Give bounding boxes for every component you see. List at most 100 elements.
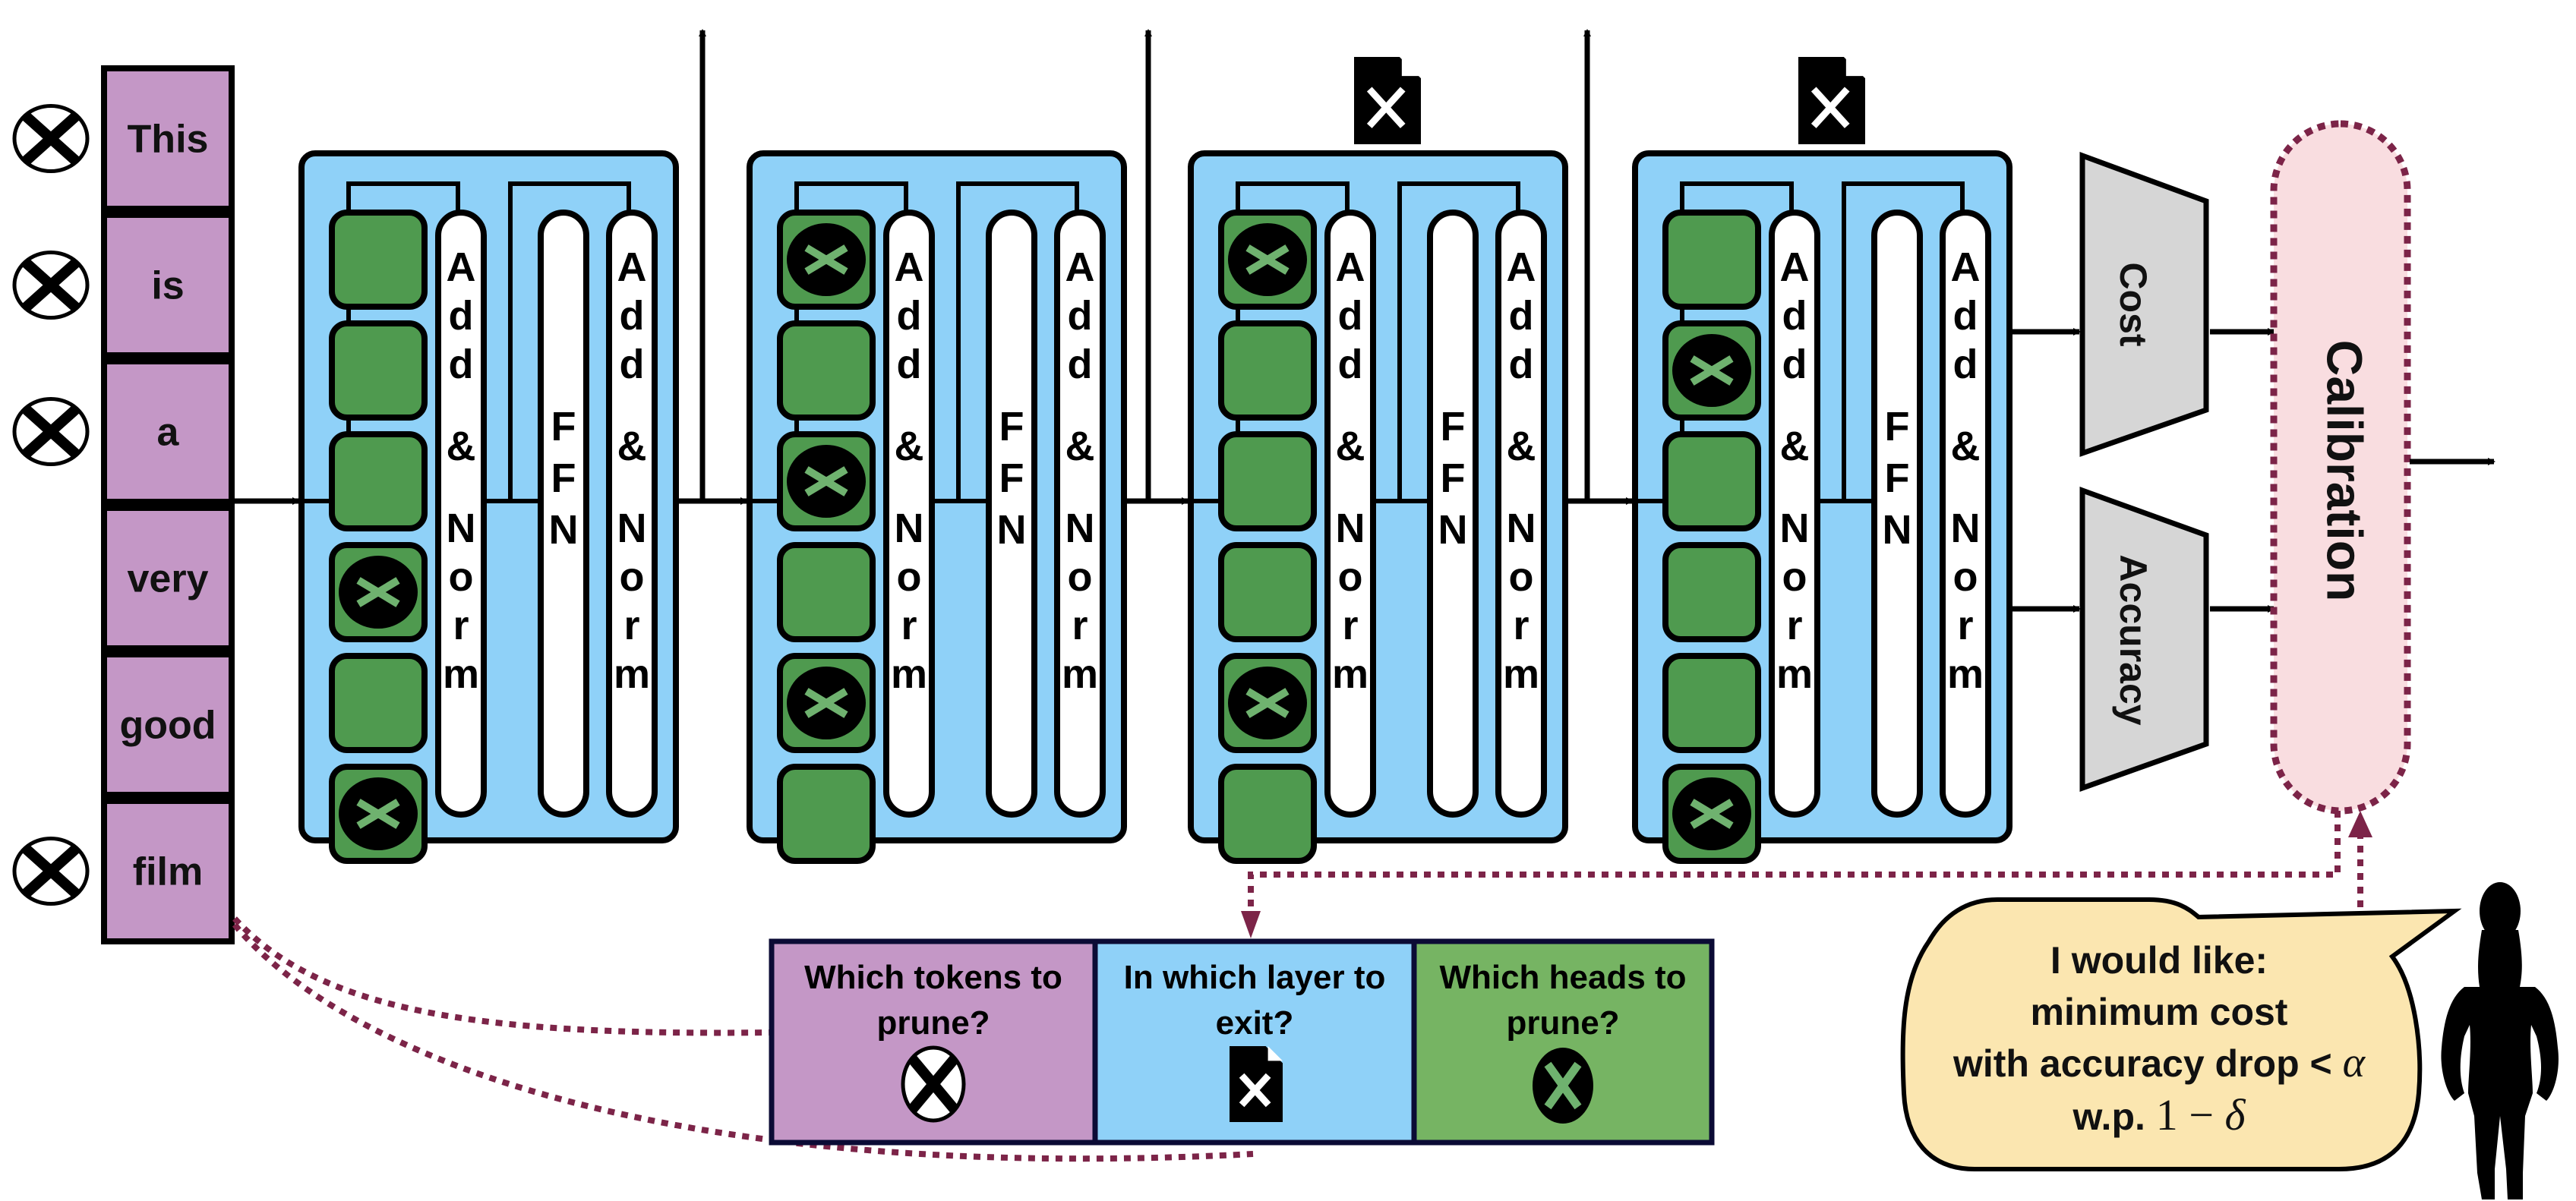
- ffn-letter: F: [1441, 404, 1466, 449]
- attention-head: [329, 764, 428, 864]
- attention-head: [777, 210, 876, 310]
- token-pruned-icon: [12, 397, 90, 466]
- add-norm-1-letter: N: [1780, 506, 1810, 551]
- attention-head: [777, 764, 876, 864]
- calibration-label: Calibration: [2317, 340, 2373, 602]
- token-box: [101, 505, 235, 651]
- bubble-line-4-text: w.p.: [2072, 1095, 2156, 1138]
- add-norm-1-letter: d: [897, 293, 922, 339]
- dotted-calibration-to-questions: [1248, 811, 2341, 922]
- add-norm-1-letter: &: [1336, 424, 1365, 469]
- early-exit-icon: [1798, 57, 1865, 144]
- calibration-block: Calibration: [2270, 120, 2411, 815]
- token-label: very: [128, 557, 209, 601]
- add-norm-2-letter: A: [617, 244, 647, 290]
- ffn-letter: F: [1885, 455, 1910, 501]
- dotted-film-to-token-question: [232, 916, 772, 1036]
- attention-head: [1662, 653, 1761, 753]
- add-norm-2-letter: A: [1507, 244, 1536, 290]
- dotted-film-to-exit-question: [232, 922, 1254, 1162]
- add-norm-1-letter: N: [447, 506, 476, 551]
- add-norm-2-letter: A: [1951, 244, 1981, 290]
- ffn: FFN: [538, 210, 589, 818]
- ffn-letter: F: [551, 455, 576, 501]
- question-line-2: prune?: [876, 1004, 990, 1042]
- attention-head: [777, 431, 876, 531]
- add-norm-1-letter: A: [447, 244, 476, 290]
- add-norm-2-letter: d: [1953, 293, 1978, 339]
- bubble-line-2: minimum cost: [2031, 991, 2288, 1033]
- ffn: FFN: [1871, 210, 1923, 818]
- attention-head: [329, 210, 428, 310]
- add-norm-2-letter: d: [620, 293, 645, 339]
- token-box: [101, 798, 235, 944]
- add-norm-1-letter: d: [1338, 293, 1363, 339]
- add-norm-2-letter: r: [1513, 603, 1529, 648]
- add-norm-2-letter: N: [1507, 506, 1536, 551]
- attention-head: [1218, 210, 1317, 310]
- file-x-icon: [1230, 1046, 1283, 1122]
- attention-head: [329, 320, 428, 421]
- head-pruned-icon: [787, 445, 866, 518]
- question-line-1: In which layer to: [1124, 959, 1386, 996]
- residual-connection-2: [1367, 181, 1520, 503]
- add-norm-2-letter: N: [1951, 506, 1981, 551]
- head-pruned-icon: [1672, 334, 1751, 407]
- add-norm-2-letter: d: [1068, 293, 1093, 339]
- add-norm-1-letter: d: [1782, 342, 1807, 387]
- add-norm-1-letter: N: [1336, 506, 1365, 551]
- token-box: [101, 358, 235, 505]
- bubble-line-1: I would like:: [2050, 939, 2268, 982]
- token-box: [101, 651, 235, 798]
- add-norm-1-letter: r: [453, 603, 469, 648]
- add-norm-2-letter: &: [1507, 424, 1536, 469]
- cost-trapezoid: [2079, 151, 2209, 457]
- flow-arrows: [235, 29, 2011, 505]
- attention-head: [1662, 542, 1761, 642]
- head-pruned-icon: [1228, 667, 1307, 739]
- question-line-1: Which tokens to: [804, 959, 1062, 996]
- add-norm-2-letter: d: [1509, 342, 1534, 387]
- attention-head: [777, 653, 876, 753]
- ffn-letter: N: [1438, 507, 1468, 553]
- token-label: good: [119, 704, 216, 748]
- bubble-line-3: with accuracy drop < α: [1953, 1039, 2366, 1086]
- arrow-down-head: [1241, 911, 1261, 938]
- add-norm-2-letter: o: [620, 554, 645, 600]
- add-norm-2-letter: r: [1957, 603, 1973, 648]
- attention-head: [329, 542, 428, 642]
- add-norm-1-letter: d: [449, 342, 474, 387]
- add-norm-1-letter: r: [1342, 603, 1358, 648]
- token-box: [101, 65, 235, 212]
- ffn-letter: N: [549, 507, 579, 553]
- filled-circle-x-icon: [1533, 1048, 1593, 1124]
- ffn-letter: F: [999, 404, 1024, 449]
- arrow-up-head: [2348, 811, 2372, 837]
- token-pruned-icon: [12, 837, 90, 906]
- add-norm-1-letter: A: [1780, 244, 1810, 290]
- add-norm-1-letter: A: [895, 244, 924, 290]
- token-film: film: [12, 798, 235, 944]
- ffn-letter: N: [997, 507, 1027, 553]
- ffn-letter: F: [1441, 455, 1466, 501]
- head-pruned-icon: [339, 556, 418, 629]
- add-norm-2-letter: N: [1065, 506, 1095, 551]
- attention-head: [1218, 653, 1317, 753]
- bubble-line-4: w.p. 1 − δ: [2072, 1090, 2246, 1140]
- bubble-line-3-text: with accuracy drop <: [1953, 1042, 2343, 1085]
- token-label: This: [128, 118, 209, 162]
- add-norm-1-letter: &: [1780, 424, 1810, 469]
